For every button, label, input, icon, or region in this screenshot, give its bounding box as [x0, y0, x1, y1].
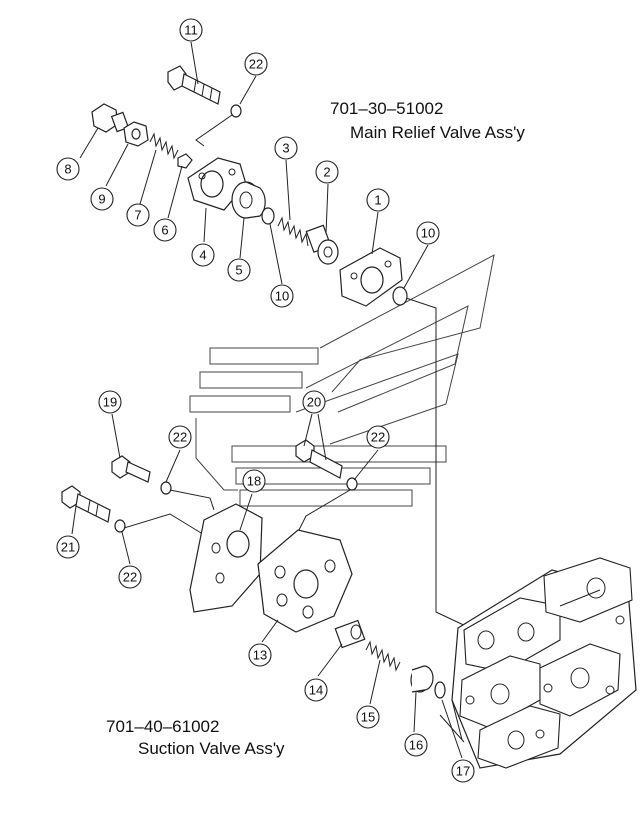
callout-5: 5	[227, 258, 251, 282]
callout-19: 19	[98, 390, 122, 414]
washer-22-right	[346, 477, 358, 491]
svg-text:15: 15	[361, 710, 375, 725]
svg-text:7: 7	[134, 208, 141, 223]
control-valve-housing	[451, 557, 637, 769]
callout-8: 8	[56, 157, 80, 181]
svg-text:10: 10	[275, 289, 289, 304]
callout-16: 16	[404, 733, 428, 757]
washer-22-left-upper	[160, 481, 172, 495]
callout-6: 6	[153, 218, 177, 242]
callout-3: 3	[274, 136, 298, 160]
main-relief-part-number: 701–30–51002	[330, 99, 443, 118]
callout-4: 4	[191, 243, 215, 267]
svg-text:9: 9	[98, 192, 105, 207]
callout-18: 18	[242, 469, 266, 493]
washer-22-top	[230, 104, 242, 118]
svg-text:6: 6	[161, 223, 168, 238]
nut-9	[123, 121, 149, 147]
svg-text:22: 22	[249, 57, 263, 72]
callout-22-top: 22	[244, 52, 268, 76]
svg-text:8: 8	[64, 162, 71, 177]
callout-17: 17	[451, 759, 475, 783]
svg-text:2: 2	[323, 165, 330, 180]
svg-text:20: 20	[307, 395, 321, 410]
svg-text:13: 13	[253, 648, 267, 663]
svg-text:14: 14	[309, 683, 323, 698]
piston-2	[305, 224, 339, 265]
callout-11: 11	[179, 18, 203, 42]
valve-body-13	[257, 529, 353, 633]
svg-text:17: 17	[456, 764, 470, 779]
svg-text:10: 10	[421, 226, 435, 241]
callout-22-left-lower: 22	[118, 565, 142, 589]
o-ring-17	[434, 681, 446, 699]
callout-10-upper: 10	[270, 284, 294, 308]
callout-15: 15	[356, 705, 380, 729]
leader-main-relief-to-housing	[399, 295, 471, 629]
spring-3	[277, 216, 309, 247]
bolt-20	[295, 439, 343, 479]
svg-text:19: 19	[103, 395, 117, 410]
callout-10-right: 10	[416, 221, 440, 245]
bolt-21	[61, 485, 111, 523]
callout-22-left-upper: 22	[168, 425, 192, 449]
o-ring-10-right	[392, 286, 408, 306]
svg-text:4: 4	[199, 248, 206, 263]
callout-leaders-suction	[71, 413, 463, 759]
callout-9: 9	[90, 187, 114, 211]
main-relief-name: Main Relief Valve Ass'y	[350, 123, 525, 142]
svg-text:11: 11	[184, 23, 198, 38]
callout-leaders-main	[79, 41, 429, 289]
callout-20: 20	[302, 390, 326, 414]
svg-text:18: 18	[247, 474, 261, 489]
svg-text:16: 16	[409, 738, 423, 753]
svg-text:22: 22	[173, 430, 187, 445]
suction-part-number: 701–40–61002	[106, 717, 219, 736]
flange-1	[339, 247, 403, 307]
bolt-11	[167, 65, 221, 105]
svg-text:21: 21	[61, 540, 75, 555]
svg-text:3: 3	[282, 141, 289, 156]
poppet-6	[177, 153, 193, 169]
plug-8	[91, 103, 130, 133]
washer-22-left-lower	[114, 519, 126, 533]
spring-15	[365, 640, 401, 672]
callout-1: 1	[366, 188, 390, 212]
plug-16	[410, 665, 434, 693]
callout-22-right: 22	[366, 425, 390, 449]
svg-text:1: 1	[374, 193, 381, 208]
svg-text:5: 5	[235, 263, 242, 278]
watermark-logo	[189, 254, 495, 507]
flange-18	[189, 503, 263, 613]
callout-2: 2	[315, 160, 339, 184]
callout-13: 13	[248, 643, 272, 667]
callout-7: 7	[126, 203, 150, 227]
sleeve-5	[231, 181, 266, 219]
svg-text:22: 22	[123, 570, 137, 585]
o-ring-10-upper	[261, 207, 275, 225]
bolt-19	[111, 455, 151, 483]
svg-text:22: 22	[371, 430, 385, 445]
spring-7	[149, 132, 179, 160]
flange-4	[187, 157, 247, 211]
callout-21: 21	[56, 535, 80, 559]
suction-name: Suction Valve Ass'y	[138, 739, 285, 758]
callout-14: 14	[304, 678, 328, 702]
valve-14	[334, 619, 366, 649]
